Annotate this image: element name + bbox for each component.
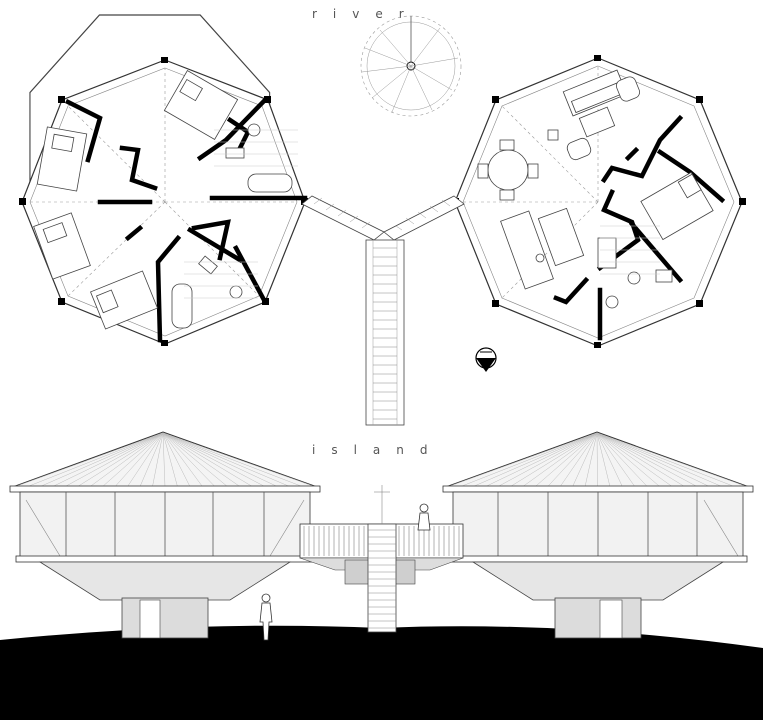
kitchen-island <box>500 207 585 290</box>
ground-terrain <box>0 625 763 720</box>
elevation <box>0 431 763 720</box>
bathtub-upper <box>247 173 293 193</box>
left-pavilion-plan <box>19 14 308 346</box>
walkway-plan <box>301 195 497 426</box>
sofa <box>547 69 640 161</box>
bed-left-lower <box>33 212 91 280</box>
right-pavilion-plan <box>452 55 746 348</box>
north-arrow-icon <box>475 347 497 372</box>
bed-right <box>640 171 714 241</box>
central-deck-elevation <box>299 485 464 633</box>
bed-bottom <box>90 270 158 330</box>
bathtub-lower <box>171 283 193 329</box>
dining-table <box>477 139 539 201</box>
person-figure <box>259 593 273 641</box>
label-river: river <box>312 7 420 21</box>
compass-rose <box>360 15 462 117</box>
left-pavilion-elevation <box>9 431 321 639</box>
right-pavilion-elevation <box>442 431 754 639</box>
bed-top <box>163 70 239 140</box>
bed-left-upper <box>36 126 88 192</box>
stair-elevation <box>367 523 397 633</box>
person-figure-deck <box>417 503 431 531</box>
stair-plan <box>365 239 405 426</box>
label-island: island <box>312 443 444 457</box>
